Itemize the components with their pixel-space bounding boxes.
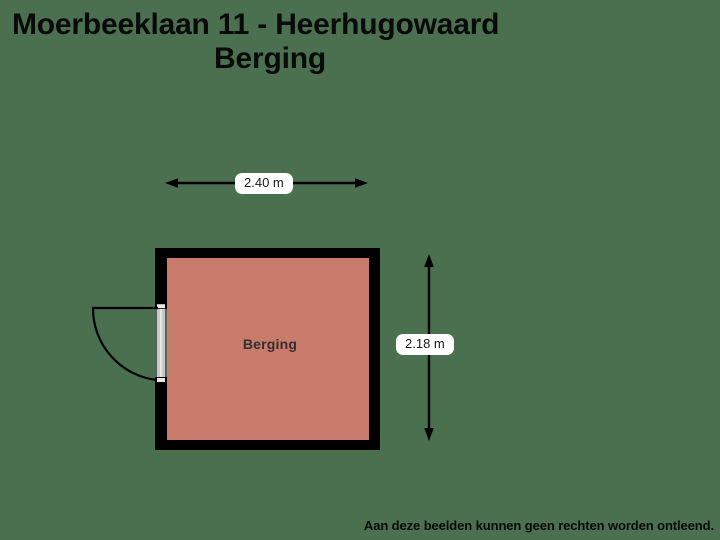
door-hinge-bottom [157, 378, 165, 382]
room-name-label: Berging [242, 336, 298, 352]
title-room-line: Berging [214, 41, 326, 75]
dimension-arrowhead-left [165, 178, 178, 188]
dimension-label-height: 2.18 m [396, 334, 454, 355]
title-address-line: Moerbeeklaan 11 - Heerhugowaard [12, 8, 500, 41]
door-swing-arc [91, 306, 158, 382]
dimension-label-width: 2.40 m [235, 173, 293, 194]
page-title: Moerbeeklaan 11 - Heerhugowaard Berging [0, 8, 720, 75]
room-interior-fill [167, 258, 369, 440]
door-hinge-top [157, 304, 165, 309]
disclaimer-text: Aan deze beelden kunnen geen rechten wor… [363, 518, 714, 533]
dimension-arrowhead-bottom [424, 428, 434, 441]
dimension-arrowhead-right [355, 178, 368, 188]
dimension-arrowhead-top [424, 254, 434, 267]
